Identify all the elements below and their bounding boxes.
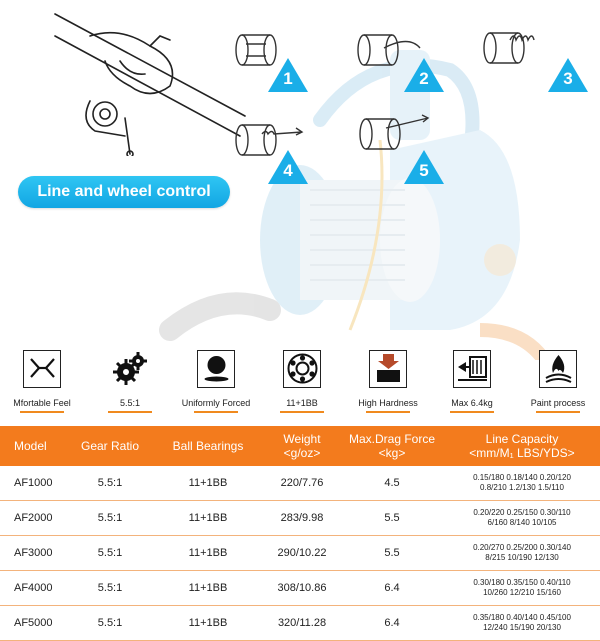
spec-table: Model Gear Ratio Ball Bearings Weight<g/…	[0, 426, 600, 641]
step-5-badge: 5	[404, 150, 444, 184]
hand-rod-sketch	[54, 13, 246, 156]
ball-icon	[197, 350, 235, 388]
feature-high-hardness: High Hardness	[340, 350, 436, 413]
step-2-badge: 2	[404, 58, 444, 92]
step-3-badge: 3	[548, 58, 588, 92]
header-drag: Max.Drag Force<kg>	[340, 426, 444, 466]
step5-spool-sketch	[359, 114, 430, 150]
step1-spool-sketch	[235, 34, 277, 66]
header-gear-ratio: Gear Ratio	[68, 426, 152, 466]
flame-icon	[539, 350, 577, 388]
line-wheel-control-button: Line and wheel control	[18, 176, 230, 208]
feature-max-drag: Max 6.4kg	[424, 350, 520, 413]
feature-gear-ratio: 5.5:1	[82, 350, 178, 413]
header-weight: Weight<g/oz>	[264, 426, 340, 466]
header-ball-bearings: Ball Bearings	[152, 426, 264, 466]
anvil-icon	[369, 350, 407, 388]
step2-spool-sketch	[357, 34, 421, 66]
spec-header-row: Model Gear Ratio Ball Bearings Weight<g/…	[0, 426, 600, 466]
bearing-icon	[283, 350, 321, 388]
drag-winch-icon	[453, 350, 491, 388]
header-model: Model	[0, 426, 68, 466]
step4-spool-sketch	[235, 124, 304, 156]
feature-comfortable-feel: Mfortable Feel	[0, 350, 90, 413]
feature-bearings: 11+1BB	[254, 350, 350, 413]
step-1-badge: 1	[268, 58, 308, 92]
sliders-icon	[23, 350, 61, 388]
header-capacity: Line Capacity<mm/M₁ LBS/YDS>	[444, 426, 600, 466]
spinning-reel-illustration	[159, 50, 553, 360]
step3-spool-sketch	[483, 32, 535, 64]
gears-icon	[111, 350, 149, 388]
feature-paint-process: Paint process	[510, 350, 600, 413]
step-4-badge: 4	[268, 150, 308, 184]
feature-uniformly-forced: Uniformly Forced	[168, 350, 264, 413]
